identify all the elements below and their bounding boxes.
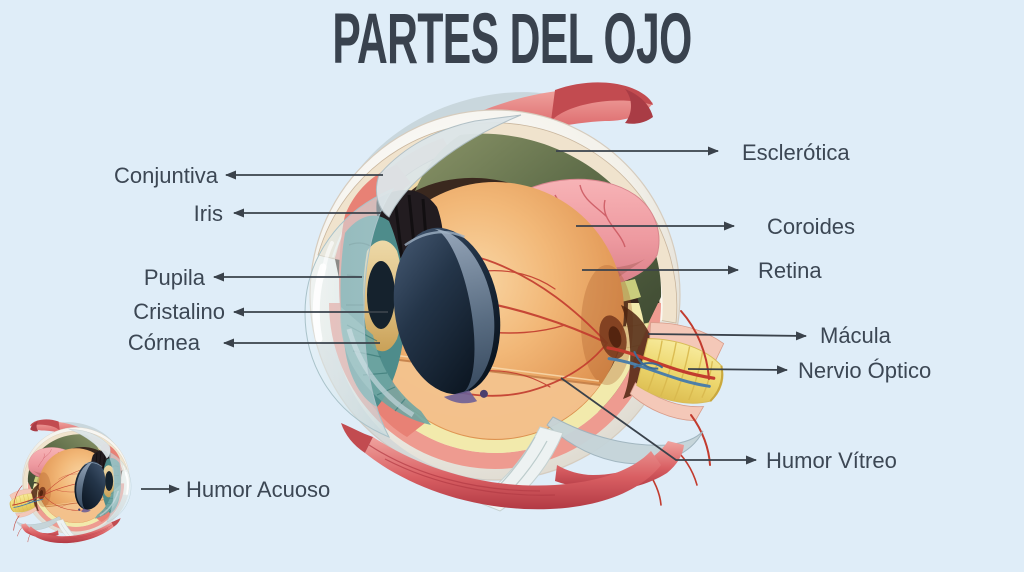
pointer-arrows [141, 146, 807, 494]
label-conjuntiva: Conjuntiva [114, 163, 218, 188]
label-cristalino: Cristalino [133, 299, 225, 324]
label-humor-acuoso: Humor Acuoso [186, 477, 331, 502]
label-cornea: Córnea [127, 330, 200, 355]
label-macula: Mácula [820, 323, 891, 348]
label-coroides: Coroides [767, 214, 856, 239]
pointer-humor-vitreo [560, 377, 757, 465]
label-humor-vitreo: Humor Vítreo [766, 448, 897, 473]
page-title: PARTES DEL OJO [332, 0, 692, 79]
label-pupila: Pupila [143, 265, 205, 290]
small-eye-illustration [5, 418, 133, 545]
pointer-nervio-optico [687, 365, 788, 375]
label-nervio-optico: Nervio Óptico [798, 358, 932, 383]
label-esclerotica: Esclerótica [742, 140, 850, 165]
label-iris: Iris [193, 201, 223, 226]
large-eye-illustration [305, 82, 734, 511]
label-retina: Retina [758, 258, 822, 283]
pointer-macula [647, 331, 807, 341]
